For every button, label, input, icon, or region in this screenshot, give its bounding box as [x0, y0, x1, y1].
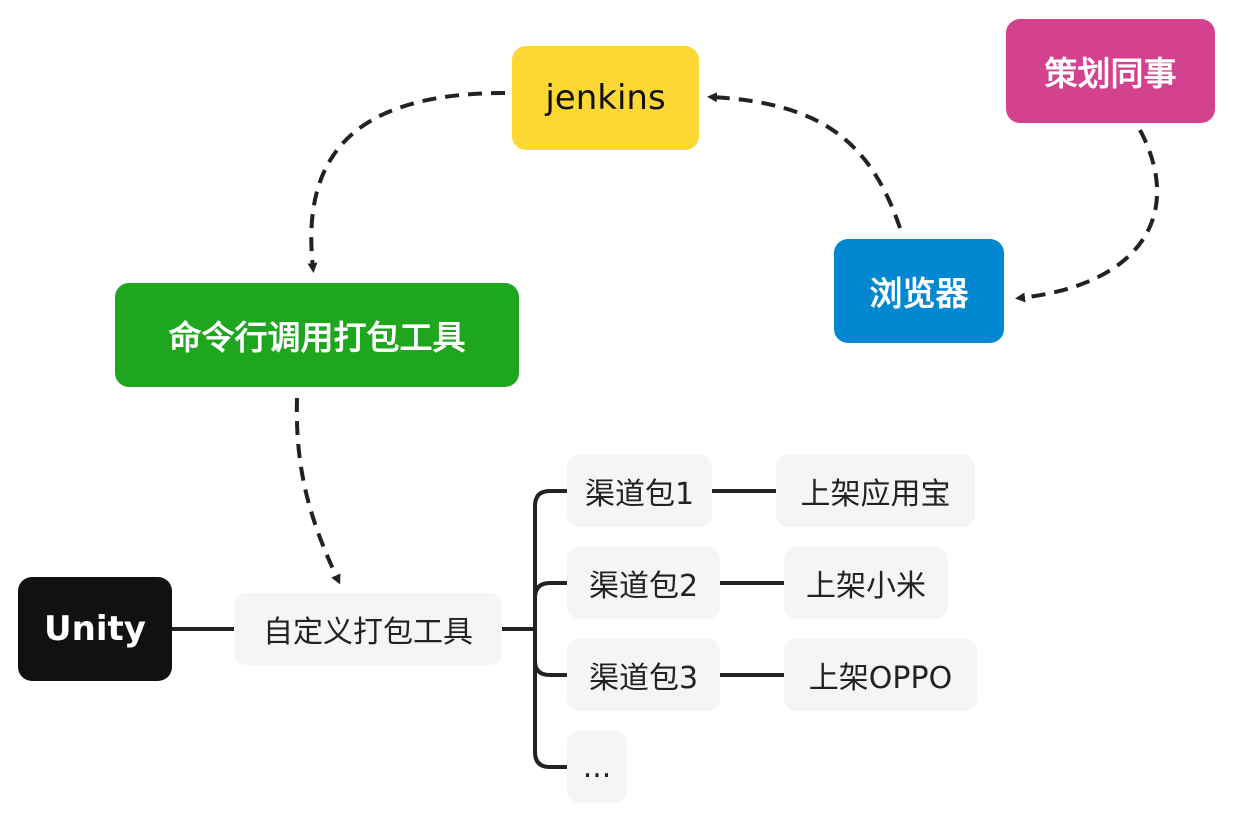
node-channel-more: ...: [567, 731, 627, 803]
node-store-1: 上架应用宝: [776, 455, 975, 527]
arrow-browser-to-jenkins: [707, 92, 902, 229]
node-store-3: 上架OPPO: [784, 639, 977, 711]
branch-channel-2: [533, 581, 569, 600]
node-channel-2: 渠道包2: [567, 547, 720, 619]
node-custom-tool: 自定义打包工具: [234, 593, 502, 665]
node-unity: Unity: [18, 577, 172, 681]
node-channel-1: 渠道包1: [567, 455, 712, 527]
node-channel-3: 渠道包3: [567, 639, 720, 711]
node-store-2: 上架小米: [784, 547, 948, 619]
node-planner: 策划同事: [1006, 19, 1215, 123]
arrow-planner-to-browser: [1015, 129, 1159, 303]
branch-channel-3: [533, 659, 569, 677]
arrow-jenkins-to-cli: [307, 91, 506, 273]
node-cli-tool: 命令行调用打包工具: [115, 283, 519, 387]
node-browser: 浏览器: [834, 239, 1004, 343]
bracket-channels: [533, 489, 569, 769]
arrow-cli-to-custom-tool: [294, 397, 341, 585]
node-jenkins: jenkins: [512, 46, 699, 150]
